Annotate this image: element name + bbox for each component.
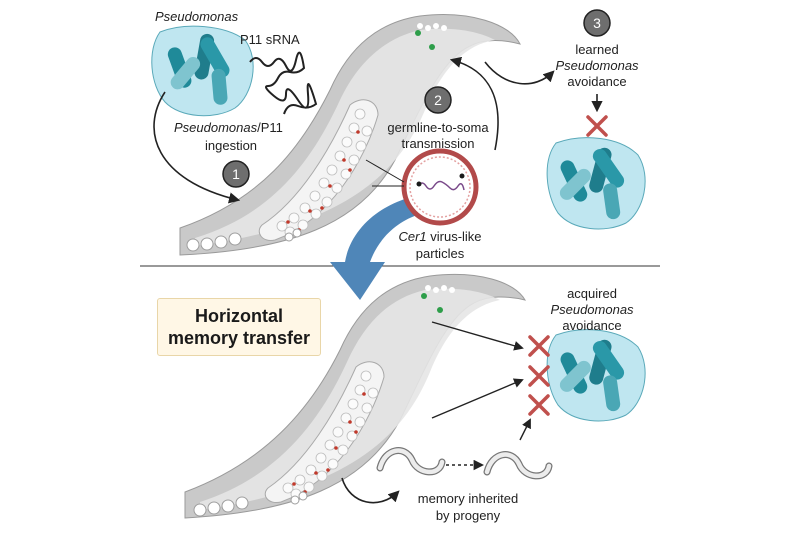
step-2-number: 2 (434, 92, 442, 108)
arrow-progeny1-to-cross (431, 378, 524, 419)
step-2-badge: 2 (424, 86, 452, 114)
avoid-cross-2 (528, 365, 550, 387)
label-ingestion-line1: Pseudomonas/P11 (174, 120, 283, 135)
pseudomonas-cluster-top-left (151, 25, 254, 117)
label-pseudomonas-top: Pseudomonas (155, 9, 239, 24)
arrow-transmission (449, 56, 499, 151)
label-memory-line1: memory inherited (418, 491, 518, 506)
label-acquired-line3: avoidance (562, 318, 621, 333)
label-ingestion-line2: ingestion (205, 138, 257, 153)
step-3-badge: 3 (583, 9, 611, 37)
label-learned-line1: learned (575, 42, 618, 57)
germ-cells-top (276, 108, 373, 238)
neurons-bottom (421, 285, 455, 313)
label-memory-line2: by progeny (436, 508, 501, 523)
label-learned-line3: avoidance (567, 74, 626, 89)
progeny-worm-1 (376, 447, 446, 476)
label-germline-line1: germline-to-soma (387, 120, 489, 135)
arrow-ingestion (153, 91, 241, 204)
label-acquired-line2: Pseudomonas (550, 302, 634, 317)
arrow-worm-to-cross (431, 321, 524, 351)
label-germline-line2: transmission (402, 136, 475, 151)
title-line2: memory transfer (167, 328, 311, 348)
arrow-progeny2-to-cross (519, 418, 531, 441)
pseudomonas-cluster-right-bottom (546, 329, 646, 422)
label-acquired-line1: acquired (567, 286, 617, 301)
avoid-cross-top (586, 115, 608, 137)
worm-bottom (184, 273, 526, 519)
step-1-number: 1 (232, 166, 240, 182)
arrow-inherited (341, 477, 400, 504)
title-line1: Horizontal (195, 306, 283, 326)
big-transfer-arrow (330, 198, 420, 300)
label-cer1-line1: Cer1 virus-like (398, 229, 481, 244)
gonad-bottom (264, 361, 385, 504)
label-cer1-line2: particles (416, 246, 465, 261)
progeny-worm-2 (483, 451, 553, 480)
gonad-top (258, 99, 379, 242)
horizontal-memory-transfer-title: Horizontal memory transfer (157, 298, 321, 356)
pseudomonas-cluster-right-top (546, 137, 646, 230)
label-learned-line2: Pseudomonas (555, 58, 639, 73)
label-p11-srna: P11 sRNA (240, 32, 300, 47)
arrow-to-learned (484, 61, 555, 85)
step-3-number: 3 (593, 15, 601, 31)
neurons-top (415, 23, 447, 50)
embryos-top (186, 228, 302, 252)
srna-squiggle (249, 51, 318, 115)
vlp-pointer-1 (365, 159, 405, 183)
step-1-badge: 1 (222, 160, 250, 188)
avoid-cross-3 (528, 394, 550, 416)
embryos-bottom (193, 491, 308, 517)
cer1-vlp-particle (401, 148, 479, 226)
worm-top (179, 14, 521, 256)
avoid-cross-1 (528, 335, 550, 357)
